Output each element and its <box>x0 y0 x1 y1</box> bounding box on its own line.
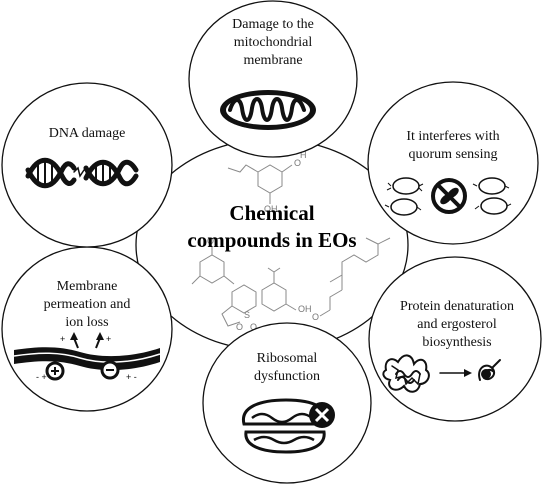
svg-text:H: H <box>300 150 307 160</box>
svg-text:S: S <box>244 310 250 320</box>
svg-text:+: + <box>106 334 111 344</box>
quorum-node-circle <box>367 81 539 245</box>
membrane-label-line3: ion loss <box>65 315 109 330</box>
mitochondria-label: Damage to the mitochondrial membrane <box>203 16 343 70</box>
svg-text:OH: OH <box>298 304 312 314</box>
svg-text:O: O <box>250 322 257 332</box>
center-title-line2: compounds in EOs <box>187 228 357 252</box>
protein-label-line1: Protein denaturation <box>400 299 514 314</box>
svg-text:OH: OH <box>264 204 278 214</box>
ribosome-label: Ribosomal dysfunction <box>217 350 357 386</box>
ribosome-label-line1: Ribosomal <box>256 351 318 366</box>
membrane-ion-loss-icon: - + + - + + <box>13 332 161 382</box>
svg-text:- +: - + <box>36 372 47 382</box>
svg-text:O: O <box>207 236 214 246</box>
dna-node-circle <box>1 82 173 248</box>
protein-label: Protein denaturation and ergosterol bios… <box>383 298 531 352</box>
dna-label: DNA damage <box>17 125 157 143</box>
center-title-line1: Chemical <box>229 201 315 225</box>
svg-text:O: O <box>312 312 319 322</box>
mitochondria-label-line3: membrane <box>243 53 303 68</box>
protein-label-line2: and ergosterol <box>417 317 497 332</box>
molecule-atom-labels: O H OH O OH S O O O <box>207 150 319 332</box>
svg-text:+ -: + - <box>126 372 137 382</box>
mitochondrion-icon <box>220 90 316 130</box>
broken-dna-icon <box>25 157 139 189</box>
svg-text:+: + <box>60 334 65 344</box>
svg-text:O: O <box>294 158 301 168</box>
ribosome-label-line2: dysfunction <box>253 369 321 384</box>
quorum-label-line2: quorum sensing <box>408 147 498 162</box>
svg-text:O: O <box>236 322 243 332</box>
quorum-label: It interferes with quorum sensing <box>383 128 523 164</box>
protein-node-circle <box>368 256 542 422</box>
membrane-label-line1: Membrane <box>56 279 118 294</box>
molecule-structures <box>191 164 391 327</box>
dna-label-line1: DNA damage <box>48 126 126 141</box>
center-title: Chemical compounds in EOs <box>150 200 394 254</box>
quorum-sensing-inhibition-icon <box>384 177 512 216</box>
protein-label-line3: biosynthesis <box>422 335 492 350</box>
quorum-label-line1: It interferes with <box>406 129 500 144</box>
protein-denaturation-icon <box>382 354 501 393</box>
membrane-label-line2: permeation and <box>43 297 131 312</box>
ribosome-blocked-icon <box>241 398 335 454</box>
mitochondria-label-line1: Damage to the <box>232 17 314 32</box>
mitochondria-label-line2: mitochondrial <box>233 35 313 50</box>
membrane-label: Membrane permeation and ion loss <box>17 278 157 332</box>
